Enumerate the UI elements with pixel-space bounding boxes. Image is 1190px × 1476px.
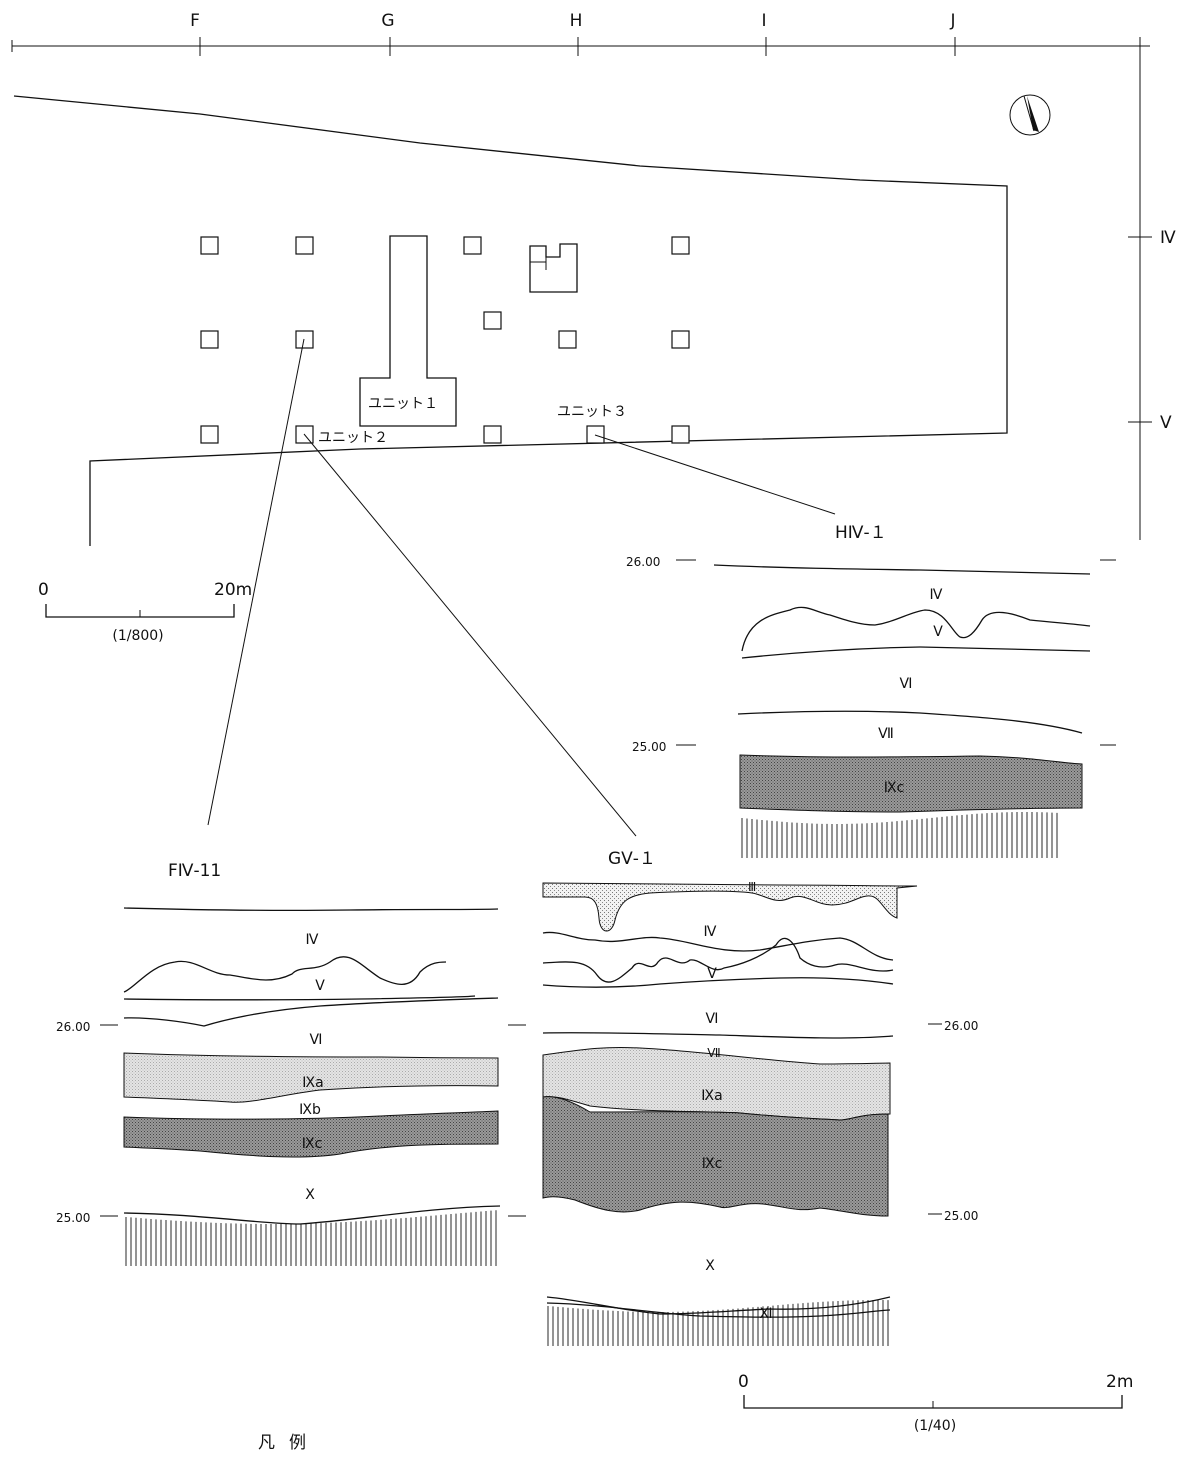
- grid-label-col-1: G: [381, 11, 394, 31]
- plan-scale-bar: 0 20m (1/800): [38, 580, 252, 644]
- section-gv1-elev-bottom: 25.00: [944, 1209, 978, 1223]
- section-gv1-elev-top: 26.00: [944, 1019, 978, 1033]
- unit-label-3: ユニット３: [557, 404, 627, 420]
- grid-label-row-0: Ⅳ: [1160, 228, 1176, 248]
- section-fiv11-layer-1: Ⅴ: [315, 978, 325, 994]
- plan-scale-ratio: (1/800): [112, 628, 163, 644]
- section-hiv1-layer-3: Ⅶ: [878, 726, 894, 742]
- section-gv1-hatching: [547, 1300, 889, 1346]
- section-fiv11-layer-3: Ⅸa: [302, 1075, 323, 1091]
- plan-scale-start: 0: [38, 580, 49, 600]
- unit-label-1: ユニット１: [368, 396, 438, 412]
- section-fiv11-title: FⅣ-11: [168, 861, 221, 881]
- section-gv1-layer-5: Ⅸa: [701, 1088, 722, 1104]
- section-fiv11-layer-5: Ⅸc: [302, 1136, 323, 1152]
- section-hiv1-layer-2: Ⅵ: [900, 676, 913, 692]
- grid-label-row-1: Ⅴ: [1160, 413, 1172, 433]
- legend-title: 凡例: [258, 1433, 320, 1453]
- grid-label-col-3: I: [761, 11, 766, 31]
- section-gv1-layer-3: Ⅵ: [706, 1011, 719, 1027]
- site-outline: [13, 95, 1008, 546]
- section-fiv11-layer-6: Ⅹ: [305, 1187, 315, 1203]
- section-gv1: GⅤ-１ 26.00 25.00 Ⅲ Ⅳ Ⅴ Ⅵ Ⅶ Ⅸa Ⅸc Ⅹ Ⅺ: [542, 849, 978, 1346]
- section-gv1-layer-8: Ⅺ: [759, 1306, 772, 1322]
- feature-outline: [529, 243, 578, 293]
- section-hiv1-layer-0: Ⅳ: [930, 587, 943, 603]
- section-hiv1-hatching: [741, 812, 1058, 858]
- section-gv1-layer-7: Ⅹ: [705, 1258, 715, 1274]
- grid-label-col-0: F: [190, 11, 200, 31]
- section-hiv1-elev-top: 26.00: [626, 555, 660, 569]
- section-hiv1-title: HⅣ-１: [835, 523, 887, 543]
- north-arrow-icon: [1009, 94, 1051, 136]
- section-hiv1-elev-bottom: 25.00: [632, 740, 666, 754]
- section-hiv1-layer-1: Ⅴ: [933, 624, 943, 640]
- plan-scale-end: 20m: [214, 580, 252, 600]
- section-fiv11-hatching: [125, 1210, 497, 1266]
- grid-axis: F G H I J Ⅳ Ⅴ: [11, 11, 1176, 540]
- section-hiv1: HⅣ-１ 26.00 25.00 Ⅳ Ⅴ Ⅵ Ⅶ Ⅸc: [626, 523, 1116, 858]
- section-hiv1-layer-4: Ⅸc: [884, 780, 905, 796]
- section-fiv11-elev-bottom: 25.00: [56, 1211, 90, 1225]
- grid-label-col-4: J: [949, 11, 955, 31]
- unit-1-trench: [359, 235, 457, 427]
- section-scale-bar: 0 2m (1/40): [738, 1372, 1133, 1434]
- section-fiv11: FⅣ-11 26.00 25.00 Ⅳ Ⅴ Ⅵ Ⅸa Ⅸb Ⅸc Ⅹ: [56, 861, 526, 1266]
- section-scale-start: 0: [738, 1372, 749, 1392]
- section-fiv11-layer-4: Ⅸb: [299, 1102, 321, 1118]
- section-gv1-title: GⅤ-１: [608, 849, 656, 869]
- leader-lines: [207, 338, 836, 837]
- test-pit-squares: [200, 236, 690, 444]
- section-gv1-layer-0: Ⅲ: [748, 880, 756, 894]
- section-gv1-layer-4: Ⅶ: [707, 1046, 720, 1060]
- unit-label-2: ユニット２: [318, 430, 388, 446]
- section-gv1-layer-1: Ⅳ: [704, 924, 717, 940]
- grid-label-col-2: H: [570, 11, 583, 31]
- section-scale-ratio: (1/40): [914, 1418, 956, 1434]
- section-gv1-layer-2: Ⅴ: [707, 966, 717, 982]
- section-fiv11-elev-top: 26.00: [56, 1020, 90, 1034]
- section-scale-end: 2m: [1106, 1372, 1133, 1392]
- section-fiv11-layer-2: Ⅵ: [310, 1032, 323, 1048]
- section-fiv11-layer-0: Ⅳ: [306, 932, 319, 948]
- section-gv1-layer-6: Ⅸc: [702, 1156, 723, 1172]
